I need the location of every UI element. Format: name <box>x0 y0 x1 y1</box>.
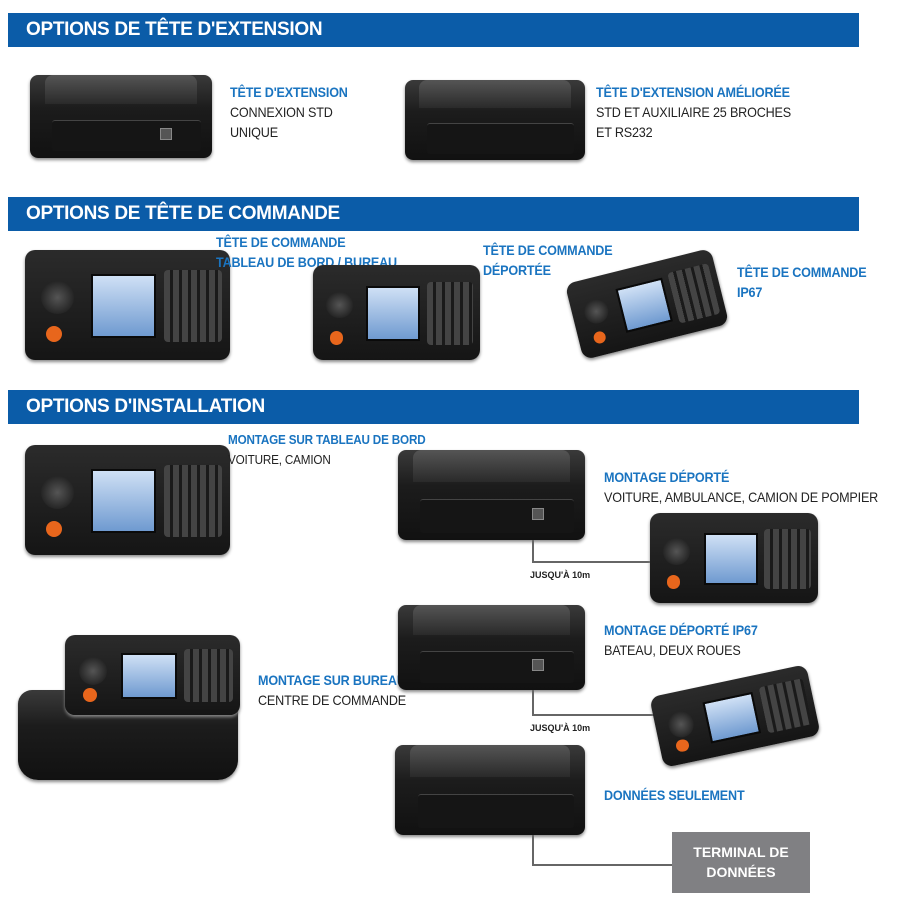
remote-ip67-radio-image <box>398 605 585 690</box>
cable-line <box>532 714 657 716</box>
section-header-control: OPTIONS DE TÊTE DE COMMANDE <box>8 197 859 231</box>
desk-mount-head-image <box>65 635 240 715</box>
remote-control-head-image <box>313 265 480 360</box>
dashboard-control-head-image <box>25 250 230 360</box>
cable-line <box>532 561 650 563</box>
enhanced-extension-head-radio-image <box>405 80 585 160</box>
remote-mount-radio-image <box>398 450 585 540</box>
section-header-extension: OPTIONS DE TÊTE D'EXTENSION <box>8 13 859 47</box>
cable-line <box>532 690 534 716</box>
data-only-radio-image <box>395 745 585 835</box>
cable-line <box>532 864 672 866</box>
section-header-installation: OPTIONS D'INSTALLATION <box>8 390 859 424</box>
cable-line <box>532 540 534 563</box>
data-only-caption: DONNÉES SEULEMENT <box>604 787 745 803</box>
distance-label: JUSQU'À 10m <box>530 570 591 580</box>
remote-mount-head-image <box>650 513 818 603</box>
distance-label: JUSQU'À 10m <box>530 723 591 733</box>
dashboard-mount-image <box>25 445 230 555</box>
remote-ip67-head-image <box>649 664 821 768</box>
cable-line <box>532 835 534 866</box>
extension-head-radio-image <box>30 75 212 158</box>
